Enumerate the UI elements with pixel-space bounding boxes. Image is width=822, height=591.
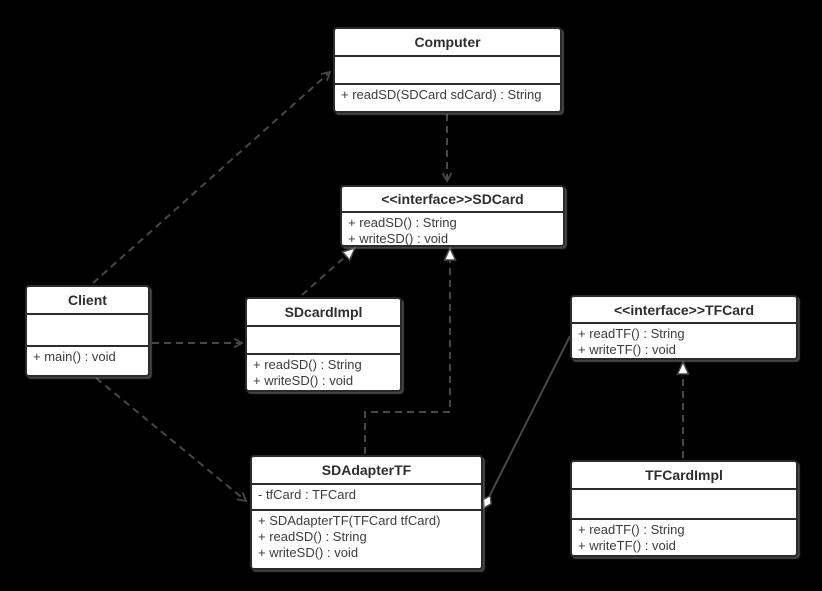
class-box-sdcardimpl[interactable]: SDcardImpl + readSD() : String + writeSD…: [245, 297, 402, 392]
method-label: + writeSD() : void: [258, 545, 359, 560]
class-methods-sdcardimpl: + readSD() : String + writeSD() : void: [247, 353, 400, 390]
aggregation-diamond-icon: [482, 494, 492, 510]
class-box-tfcardimpl[interactable]: TFCardImpl + readTF() : String + writeTF…: [570, 460, 798, 557]
dependency-arrow-client-to-computer[interactable]: [92, 70, 332, 284]
realization-arrow-sdadaptertf-to-sdcard[interactable]: [364, 248, 450, 454]
class-methods-computer: + readSD(SDCard sdCard) : String: [335, 83, 560, 111]
method-label: + writeSD() : void: [253, 373, 354, 388]
class-title-sdcard: <<interface>>SDCard: [381, 191, 524, 207]
class-methods-sdadaptertf: + SDAdapterTF(TFCard tfCard) + readSD() …: [252, 509, 481, 568]
class-attributes-sdadaptertf: - tfCard : TFCard: [252, 483, 481, 509]
realization-arrow-sdcardimpl-to-sdcard[interactable]: [301, 248, 355, 296]
attribute-label: - tfCard : TFCard: [258, 487, 357, 502]
class-title-sdcardimpl: SDcardImpl: [284, 304, 363, 320]
method-label: + SDAdapterTF(TFCard tfCard): [258, 513, 441, 528]
class-methods-tfcard: + readTF() : String + writeTF() : void: [572, 322, 796, 358]
method-label: + writeTF() : void: [578, 538, 676, 553]
aggregation-line-sdadaptertf-to-tfcard[interactable]: [489, 335, 571, 496]
method-label: + writeSD() : void: [348, 231, 449, 245]
class-box-sdadaptertf[interactable]: SDAdapterTF - tfCard : TFCard + SDAdapte…: [250, 455, 483, 570]
method-label: + readTF() : String: [578, 326, 685, 341]
class-box-tfcard-interface[interactable]: <<interface>>TFCard + readTF() : String …: [570, 295, 798, 360]
class-title-tfcard: <<interface>>TFCard: [613, 301, 755, 318]
class-attributes-sdcardimpl-empty: [247, 325, 400, 353]
class-attributes-tfcardimpl-empty: [572, 488, 796, 518]
class-title-sdadaptertf: SDAdapterTF: [321, 462, 412, 478]
class-methods-sdcard: + readSD() : String + writeSD() : void: [342, 211, 563, 245]
class-title-client: Client: [68, 292, 107, 308]
class-methods-tfcardimpl: + readTF() : String + writeTF() : void: [572, 518, 796, 555]
method-label: + writeTF() : void: [578, 342, 676, 357]
method-label: + readSD() : String: [258, 529, 367, 544]
class-attributes-computer-empty: [335, 55, 560, 83]
method-label: + readSD() : String: [348, 215, 457, 230]
class-box-computer[interactable]: Computer + readSD(SDCard sdCard) : Strin…: [333, 27, 562, 113]
class-title-tfcardimpl: TFCardImpl: [645, 467, 723, 483]
class-box-sdcard-interface[interactable]: <<interface>>SDCard + readSD() : String …: [340, 185, 565, 247]
method-label: + main() : void: [33, 349, 116, 364]
method-label: + readSD() : String: [253, 357, 362, 372]
method-label: + readSD(SDCard sdCard) : String: [341, 87, 542, 102]
class-title-computer: Computer: [414, 34, 481, 50]
class-box-client[interactable]: Client + main() : void: [25, 285, 150, 377]
class-attributes-client-empty: [27, 313, 148, 345]
class-methods-client: + main() : void: [27, 345, 148, 375]
dependency-arrow-client-to-sdadaptertf[interactable]: [95, 377, 248, 503]
method-label: + readTF() : String: [578, 522, 685, 537]
